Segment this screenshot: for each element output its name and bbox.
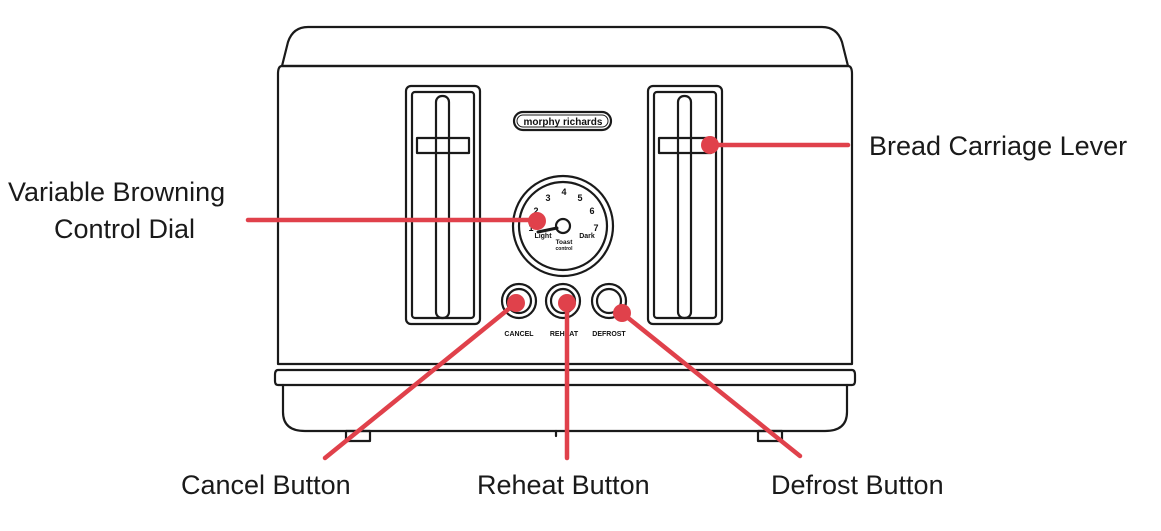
- dial-number-6: 6: [589, 206, 594, 216]
- defrost-button-label: DEFROST: [592, 331, 626, 338]
- dial-caption-line2: control: [556, 246, 574, 252]
- defrost-callout-dot: [613, 304, 631, 322]
- dial-number-1: 1: [528, 223, 533, 233]
- lever-callout-dot: [701, 136, 719, 154]
- toaster-base-band: [273, 368, 857, 387]
- reheat-callout-label: Reheat Button: [477, 470, 650, 500]
- dial-callout-label-line2: Control Dial: [54, 214, 196, 244]
- left-carriage-lever: [415, 136, 471, 155]
- cancel-button-illustration: [500, 282, 538, 320]
- brand-logo-text: morphy richards: [524, 117, 603, 128]
- browning-dial: [511, 174, 615, 278]
- defrost-button-illustration: [590, 282, 628, 320]
- defrost-callout-line: [619, 310, 803, 459]
- cancel-callout-label: Cancel Button: [181, 470, 351, 500]
- dial-number-7: 7: [593, 223, 598, 233]
- defrost-callout-label: Defrost Button: [771, 470, 944, 500]
- dial-caption-line1: Toast: [556, 239, 574, 246]
- toaster-top-cap: [280, 25, 850, 68]
- dial-callout-dot: [528, 212, 546, 230]
- cancel-callout-dot: [507, 294, 525, 312]
- brand-badge: [512, 110, 613, 132]
- reheat-button-label: REHEAT: [550, 331, 579, 338]
- dial-dark-label: Dark: [579, 233, 595, 240]
- dial-callout-label-line1: Variable Browning: [8, 177, 226, 207]
- dial-number-5: 5: [577, 193, 582, 203]
- cancel-callout-line: [322, 300, 519, 461]
- left-bread-slot: [404, 84, 482, 326]
- cancel-button-label: CANCEL: [504, 331, 534, 338]
- reheat-callout-dot: [558, 294, 576, 312]
- dial-light-label: Light: [534, 233, 552, 240]
- dial-number-4: 4: [561, 187, 566, 197]
- dial-number-2: 2: [533, 206, 538, 216]
- dial-number-3: 3: [545, 193, 550, 203]
- toaster-body: [276, 64, 854, 366]
- lever-callout-label: Bread Carriage Lever: [869, 131, 1128, 161]
- right-bread-slot: [646, 84, 724, 326]
